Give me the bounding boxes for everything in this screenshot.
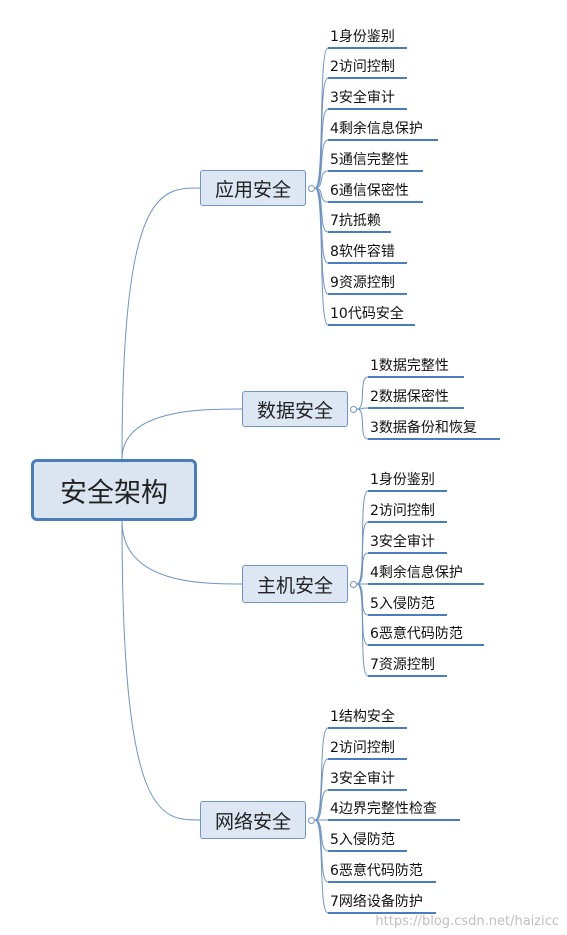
leaf-item: 6通信保密性 (328, 181, 423, 203)
leaf-item: 3数据备份和恢复 (368, 418, 500, 440)
root-connector (121, 187, 201, 460)
leaf-item: 2访问控制 (328, 738, 407, 760)
leaf-item: 7网络设备防护 (328, 892, 436, 914)
leaf-item: 1结构安全 (328, 707, 407, 729)
root-node: 安全架构 (31, 459, 197, 521)
leaf-item: 4剩余信息保护 (368, 563, 484, 585)
leaf-item: 2访问控制 (328, 57, 407, 79)
leaf-connector (356, 376, 369, 410)
leaf-connector (356, 408, 369, 440)
leaf-connector (314, 77, 329, 189)
leaf-item: 6恶意代码防范 (328, 861, 436, 883)
leaf-item: 6恶意代码防范 (368, 624, 484, 646)
leaf-item: 4剩余信息保护 (328, 119, 438, 141)
leaf-connector (314, 819, 329, 914)
leaf-connector (314, 758, 329, 821)
leaf-item: 2数据保密性 (368, 387, 464, 409)
leaf-connector (314, 139, 329, 189)
leaf-item: 10代码安全 (328, 304, 415, 326)
leaf-connector (356, 583, 369, 677)
root-connector (121, 520, 243, 585)
branch-network-security: 网络安全 (200, 801, 306, 839)
branch-application-security: 应用安全 (200, 170, 306, 206)
watermark: https://blog.csdn.net/haizicc (375, 914, 559, 929)
collapse-toggle-icon[interactable] (308, 816, 315, 824)
leaf-item: 3安全审计 (328, 88, 407, 110)
leaf-connector (314, 170, 329, 189)
leaf-item: 7资源控制 (368, 655, 447, 677)
leaf-item: 2访问控制 (368, 501, 447, 523)
collapse-toggle-icon[interactable] (308, 184, 315, 192)
leaf-connector (356, 521, 369, 585)
leaf-item: 8软件容错 (328, 242, 407, 264)
leaf-item: 1身份鉴别 (328, 27, 407, 49)
root-connector (121, 520, 201, 821)
root-connector (121, 408, 243, 460)
branch-data-security: 数据安全 (242, 391, 348, 427)
leaf-item: 3安全审计 (328, 769, 407, 791)
collapse-toggle-icon[interactable] (350, 405, 357, 413)
leaf-item: 5入侵防范 (328, 830, 407, 852)
branch-host-security: 主机安全 (242, 565, 348, 603)
leaf-connector (356, 552, 369, 585)
leaf-connector (314, 727, 329, 821)
collapse-toggle-icon[interactable] (350, 580, 357, 588)
leaf-item: 3安全审计 (368, 532, 447, 554)
leaf-item: 4边界完整性检查 (328, 799, 460, 821)
leaf-connector (314, 789, 329, 821)
leaf-item: 5入侵防范 (368, 594, 447, 616)
leaf-item: 9资源控制 (328, 273, 407, 295)
leaf-item: 5通信完整性 (328, 150, 423, 172)
leaf-item: 7抗抵赖 (328, 211, 391, 233)
leaf-item: 1数据完整性 (368, 356, 464, 378)
leaf-connector (314, 187, 329, 326)
leaf-item: 1身份鉴别 (368, 470, 447, 492)
